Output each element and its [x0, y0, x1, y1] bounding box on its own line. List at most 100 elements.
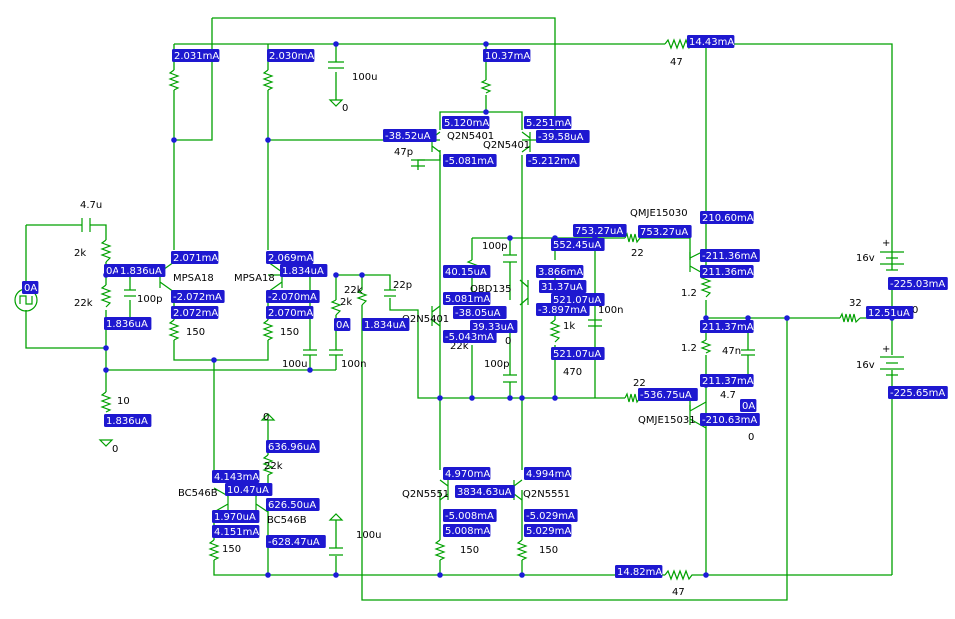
current-probe[interactable]: 2.030mA	[267, 49, 315, 62]
current-probe[interactable]: -5.212mA	[526, 154, 580, 167]
current-probe[interactable]: 2.072mA	[171, 306, 219, 319]
current-probe[interactable]: 2.031mA	[172, 49, 220, 62]
current-probe[interactable]: -5.043mA	[443, 330, 497, 343]
probe-badge	[443, 265, 491, 278]
current-probe[interactable]: 0A	[104, 264, 121, 277]
probe-badge	[453, 306, 507, 319]
current-probe[interactable]: 2.070mA	[266, 306, 314, 319]
current-probe[interactable]: 1.836uA	[118, 264, 166, 277]
current-probe[interactable]: 3834.63uA	[455, 485, 515, 498]
current-probe[interactable]: 521.07uA	[551, 293, 605, 306]
probe-badge	[524, 467, 572, 480]
current-probe[interactable]: 12.51uA	[866, 306, 914, 319]
current-probe[interactable]: 4.994mA	[524, 467, 572, 480]
probe-badge	[524, 116, 572, 129]
current-probe[interactable]: 10.47uA	[225, 483, 273, 496]
current-probe[interactable]: 753.27uA	[638, 225, 692, 238]
current-probe[interactable]: 14.43mA	[687, 35, 735, 48]
probe-badge	[638, 388, 698, 401]
probe-badge	[443, 330, 497, 343]
current-probe[interactable]: 5.251mA	[524, 116, 572, 129]
current-probe[interactable]: 31.37uA	[539, 280, 587, 293]
current-probe[interactable]: 3.866mA	[536, 265, 584, 278]
current-probe[interactable]: 5.008mA	[443, 524, 491, 537]
current-probe[interactable]: -38.52uA	[383, 129, 437, 142]
current-probe[interactable]: 1.834uA	[280, 264, 328, 277]
current-probe[interactable]: 1.836uA	[104, 317, 152, 330]
current-probe[interactable]: 636.96uA	[266, 440, 320, 453]
probe-value: 0A	[24, 283, 37, 294]
current-probe[interactable]: 211.36mA	[700, 265, 754, 278]
component-label: 150	[539, 545, 558, 556]
probe-value: 211.37mA	[702, 376, 754, 387]
probe-badge	[362, 318, 410, 331]
current-probe[interactable]: 10.37mA	[483, 49, 531, 62]
probe-value: -5.043mA	[445, 332, 494, 343]
component-label: 16v	[856, 253, 875, 264]
current-probe[interactable]: -211.36mA	[700, 249, 760, 262]
current-probe[interactable]: 39.33uA	[470, 320, 518, 333]
current-probe[interactable]: -38.05uA	[453, 306, 507, 319]
probe-badge	[524, 524, 572, 537]
probe-badge	[104, 264, 121, 277]
current-probe[interactable]: 4.143mA	[212, 470, 260, 483]
current-probe[interactable]: -628.47uA	[266, 535, 326, 548]
current-probe[interactable]: 211.37mA	[700, 320, 754, 333]
current-probe[interactable]: 40.15uA	[443, 265, 491, 278]
current-probe[interactable]: 210.60mA	[700, 211, 754, 224]
current-probe[interactable]: 0A	[740, 399, 757, 412]
probe-value: -2.070mA	[268, 292, 317, 303]
current-probe[interactable]: 1.970uA	[212, 510, 260, 523]
current-probe[interactable]: 1.836uA	[104, 414, 152, 427]
probe-badge	[171, 290, 225, 303]
component-label: 0	[748, 432, 754, 443]
current-probe[interactable]: 4.151mA	[212, 525, 260, 538]
current-probe[interactable]: 14.82mA	[615, 565, 663, 578]
probe-badge	[536, 265, 584, 278]
current-probe[interactable]: 5.029mA	[524, 524, 572, 537]
component-label: 10	[117, 396, 130, 407]
component-label: 47	[672, 587, 685, 598]
current-probe[interactable]: -225.03mA	[888, 277, 948, 290]
probe-value: -5.029mA	[526, 511, 575, 522]
component-label: 150	[186, 327, 205, 338]
current-probe[interactable]: 753.27uA	[573, 224, 627, 237]
current-probe[interactable]: -5.008mA	[443, 509, 497, 522]
probe-value: 4.151mA	[214, 527, 259, 538]
probe-badge	[700, 249, 760, 262]
current-probe[interactable]: 2.071mA	[171, 251, 219, 264]
current-probe[interactable]: 5.081mA	[443, 292, 491, 305]
current-probe[interactable]: 0A	[22, 281, 39, 294]
current-probe[interactable]: -225.65mA	[888, 386, 948, 399]
current-probe[interactable]: -5.081mA	[443, 154, 497, 167]
current-probe[interactable]: -39.58uA	[536, 130, 590, 143]
probe-value: 0A	[106, 266, 119, 277]
current-probe[interactable]: -5.029mA	[524, 509, 578, 522]
probe-badge	[700, 413, 760, 426]
current-probe[interactable]: 2.069mA	[266, 251, 314, 264]
current-probe[interactable]: -2.072mA	[171, 290, 225, 303]
current-probe[interactable]: 211.37mA	[700, 374, 754, 387]
current-probe[interactable]: 4.970mA	[443, 467, 491, 480]
current-probe[interactable]: 1.834uA	[362, 318, 410, 331]
probe-value: -38.52uA	[385, 131, 431, 142]
component-label: MPSA18	[234, 273, 275, 284]
current-probe[interactable]: -536.75uA	[638, 388, 698, 401]
current-probe[interactable]: 5.120mA	[442, 116, 490, 129]
current-probe[interactable]: 552.45uA	[551, 238, 605, 251]
probe-value: -5.212mA	[528, 156, 577, 167]
current-probe[interactable]: -210.63mA	[700, 413, 760, 426]
component-label: 4.7u	[80, 200, 102, 211]
current-probe[interactable]: 0A	[334, 318, 351, 331]
current-probe[interactable]: 521.07uA	[551, 347, 605, 360]
component-label: 100n	[341, 359, 366, 370]
component-label: MPSA18	[173, 273, 214, 284]
current-probe[interactable]: -2.070mA	[266, 290, 320, 303]
probe-value: 12.51uA	[868, 308, 910, 319]
probe-badge	[638, 225, 692, 238]
current-probe[interactable]: 626.50uA	[266, 498, 320, 511]
current-probe[interactable]: -3.897mA	[536, 303, 590, 316]
probe-value: -536.75uA	[640, 390, 692, 401]
component-label: 22k	[344, 285, 363, 296]
